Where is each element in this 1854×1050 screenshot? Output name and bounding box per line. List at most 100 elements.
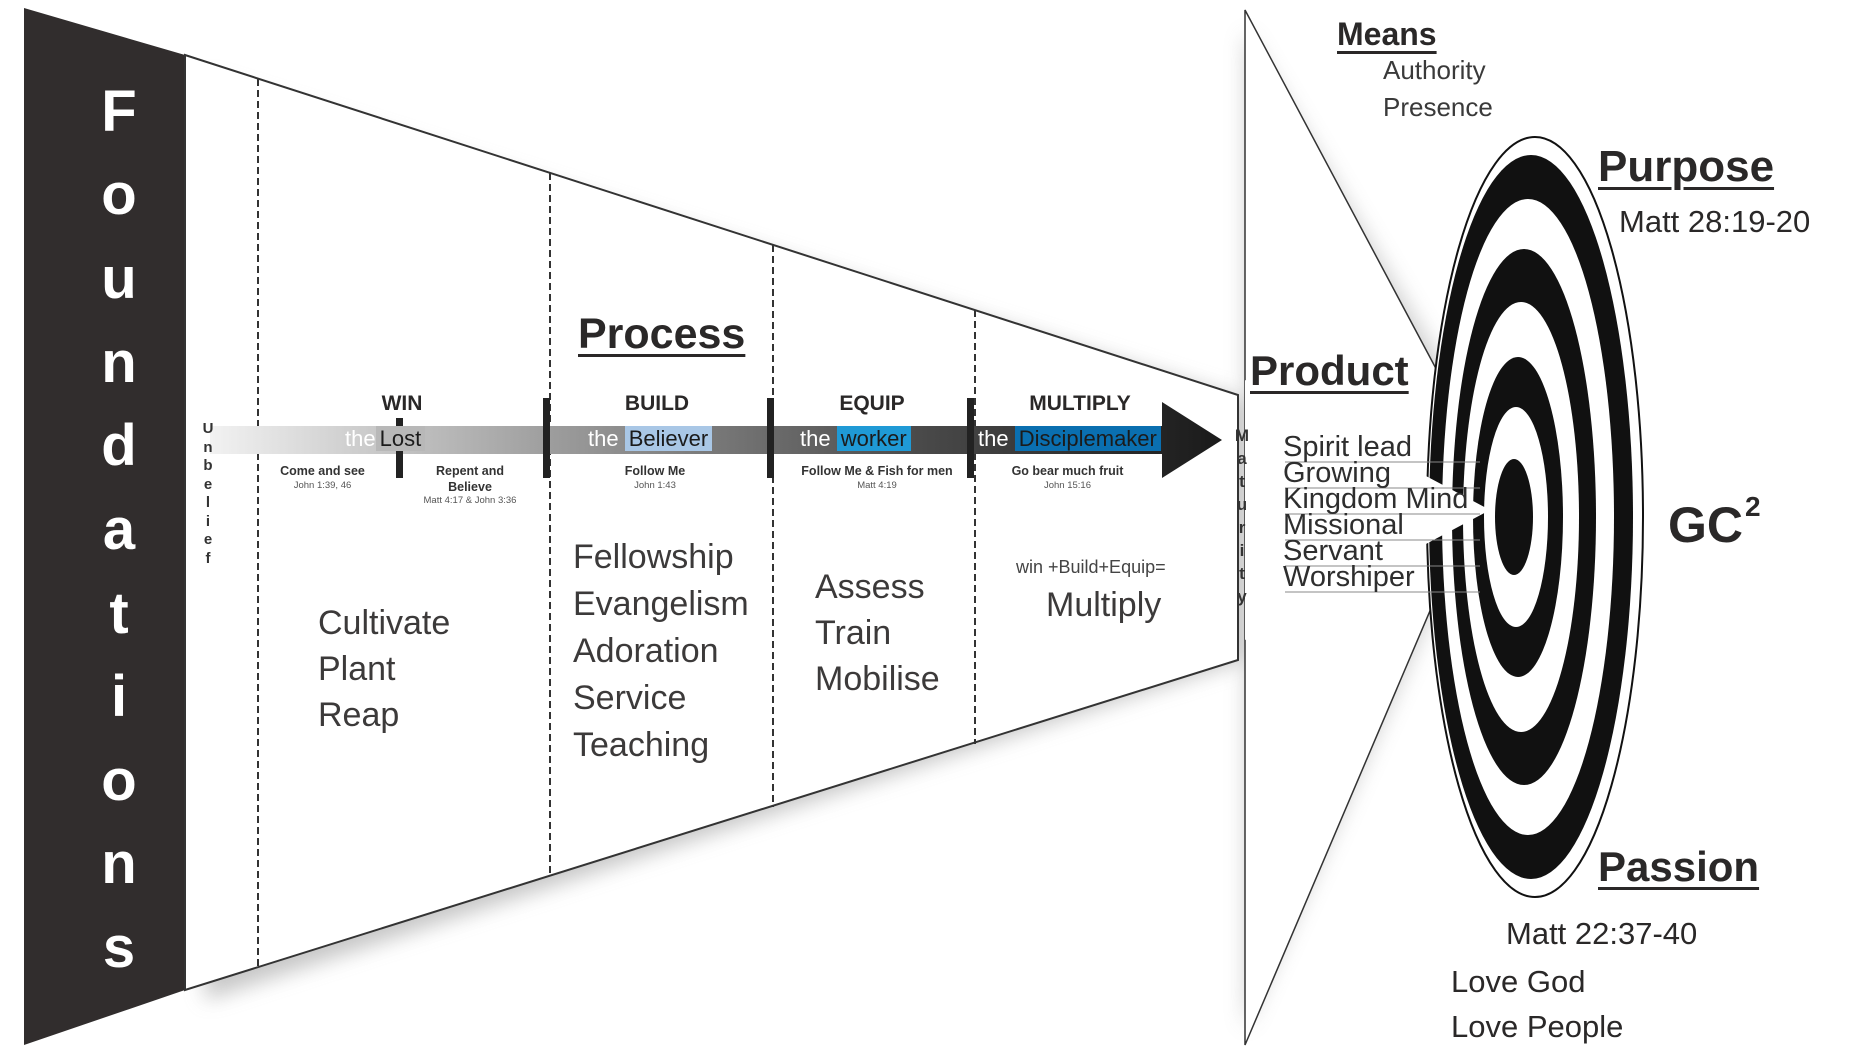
product-title: Product [1250, 347, 1409, 394]
command-come-and-see: Come and see John 1:39, 46 [270, 464, 375, 492]
means-item: Authority [1383, 55, 1486, 85]
unbelief-letter: e [203, 531, 213, 548]
stage-dividers [257, 79, 976, 967]
unbelief-letter: f [205, 549, 211, 567]
maturity-letter: r [1238, 518, 1246, 537]
equip-activity: Assess [815, 568, 925, 606]
maturity-letter: M [1234, 426, 1250, 445]
progress-arrow [210, 402, 1222, 478]
win-activity: Reap [318, 696, 400, 734]
command-ref: John 15:16 [1043, 479, 1091, 491]
target-bullseye [1426, 136, 1644, 898]
build-activity: Service [573, 679, 687, 717]
command-text: Go bear much fruit [1011, 464, 1124, 478]
maturity-letter: t [1239, 564, 1245, 583]
command-follow-me: Follow Me John 1:43 [600, 464, 710, 492]
stage-title-equip: EQUIP [839, 392, 905, 415]
foundations-letter: s [102, 915, 136, 981]
purpose-title: Purpose [1598, 142, 1775, 191]
stage-title-win: WIN [381, 392, 423, 415]
gc-squared-label: GC2 [1668, 493, 1761, 553]
means-title: Means [1337, 16, 1437, 52]
foundations-letter: F [101, 78, 137, 144]
passion-title: Passion [1598, 843, 1760, 890]
stage-title-build: BUILD [624, 392, 690, 415]
command-text: Repent and Believe [435, 464, 505, 494]
maturity-letter: y [1237, 587, 1247, 606]
equip-activity: Mobilise [815, 660, 940, 698]
foundations-letter: i [110, 664, 128, 730]
gc-text: GC [1668, 497, 1743, 553]
command-go-bear-fruit: Go bear much fruit John 15:16 [1005, 464, 1130, 492]
product-pointer [1245, 380, 1490, 640]
product-item-underlines [1285, 461, 1480, 593]
multiply-result: Multiply [1046, 586, 1162, 624]
process-funnel [184, 53, 1239, 992]
build-activity: Evangelism [573, 585, 749, 623]
foundations-letter: d [101, 413, 137, 479]
arrow-label-noun: Disciplemaker [1014, 426, 1161, 451]
arrow-label-noun: Lost [375, 426, 426, 451]
command-follow-me-fish: Follow Me & Fish for men Matt 4:19 [787, 464, 967, 492]
command-text: Come and see [280, 464, 365, 478]
passion-item: Love People [1451, 1009, 1624, 1044]
equip-activity: Train [815, 614, 892, 652]
maturity-letter: i [1239, 541, 1245, 560]
maturity-label: M a t u r i t y [1230, 424, 1254, 608]
command-ref: Matt 4:19 [857, 479, 897, 491]
means-item: Presence [1383, 92, 1493, 122]
unbelief-letter: n [203, 438, 213, 456]
foundations-letter: a [102, 496, 136, 562]
win-activity: Cultivate [318, 604, 451, 642]
command-text: Follow Me [624, 464, 686, 478]
arrow-label-the: the [588, 426, 619, 451]
product-item: Kingdom Mind [1283, 483, 1469, 515]
arrow-label-noun: worker [836, 426, 911, 451]
maturity-letter: t [1239, 472, 1245, 491]
foundations-letter: n [101, 329, 137, 395]
command-repent-and-believe: Repent and Believe Matt 4:17 & John 3:36 [420, 464, 520, 507]
command-ref: Matt 4:17 & John 3:36 [423, 495, 517, 507]
purpose-ref: Matt 28:19-20 [1617, 204, 1813, 239]
arrow-label-disciplemaker: the Disciplemaker [978, 426, 1161, 451]
arrow-label-the: the [800, 426, 831, 451]
unbelief-label: U n b e l i e f [198, 420, 218, 568]
foundations-letter: u [101, 246, 137, 312]
product-item: Growing [1283, 457, 1391, 489]
foundations-label: F o u n d a t i o n s [24, 0, 214, 1050]
passion-item: Love God [1451, 964, 1586, 999]
command-text: Follow Me & Fish for men [801, 464, 953, 478]
build-activity: Fellowship [573, 538, 734, 576]
arrow-label-noun: Believer [624, 426, 713, 451]
maturity-letter: a [1237, 449, 1247, 468]
product-item: Missional [1283, 509, 1404, 541]
unbelief-letter: i [205, 512, 211, 530]
product-item: Spirit lead [1283, 431, 1412, 463]
unbelief-letter: U [202, 420, 214, 437]
foundations-letter: t [109, 580, 129, 646]
win-activity: Plant [318, 650, 396, 688]
passion-ref: Matt 22:37-40 [1506, 916, 1698, 951]
command-ref: John 1:43 [634, 479, 676, 491]
foundations-banner [24, 8, 185, 1045]
command-ref: John 1:39, 46 [293, 479, 352, 491]
maturity-letter: u [1236, 495, 1248, 514]
arrow-label-worker: the worker [800, 426, 911, 451]
multiply-formula: win +Build+Equip= [1016, 557, 1166, 577]
stage-title-multiply: MULTIPLY [1029, 392, 1131, 415]
arrow-label-believer: the Believer [588, 426, 713, 451]
foundations-letter: o [101, 747, 137, 813]
product-item: Worshiper [1283, 561, 1415, 593]
arrow-label-the: the [345, 426, 376, 451]
unbelief-letter: b [203, 457, 213, 474]
process-title: Process [578, 310, 746, 358]
build-activity: Teaching [573, 726, 710, 764]
unbelief-letter: l [205, 494, 211, 511]
arrow-label-the: the [978, 426, 1009, 451]
foundations-letter: n [101, 831, 137, 897]
product-item: Servant [1283, 535, 1383, 567]
foundations-letter: o [101, 162, 137, 228]
gc-superscript: 2 [1745, 491, 1761, 523]
